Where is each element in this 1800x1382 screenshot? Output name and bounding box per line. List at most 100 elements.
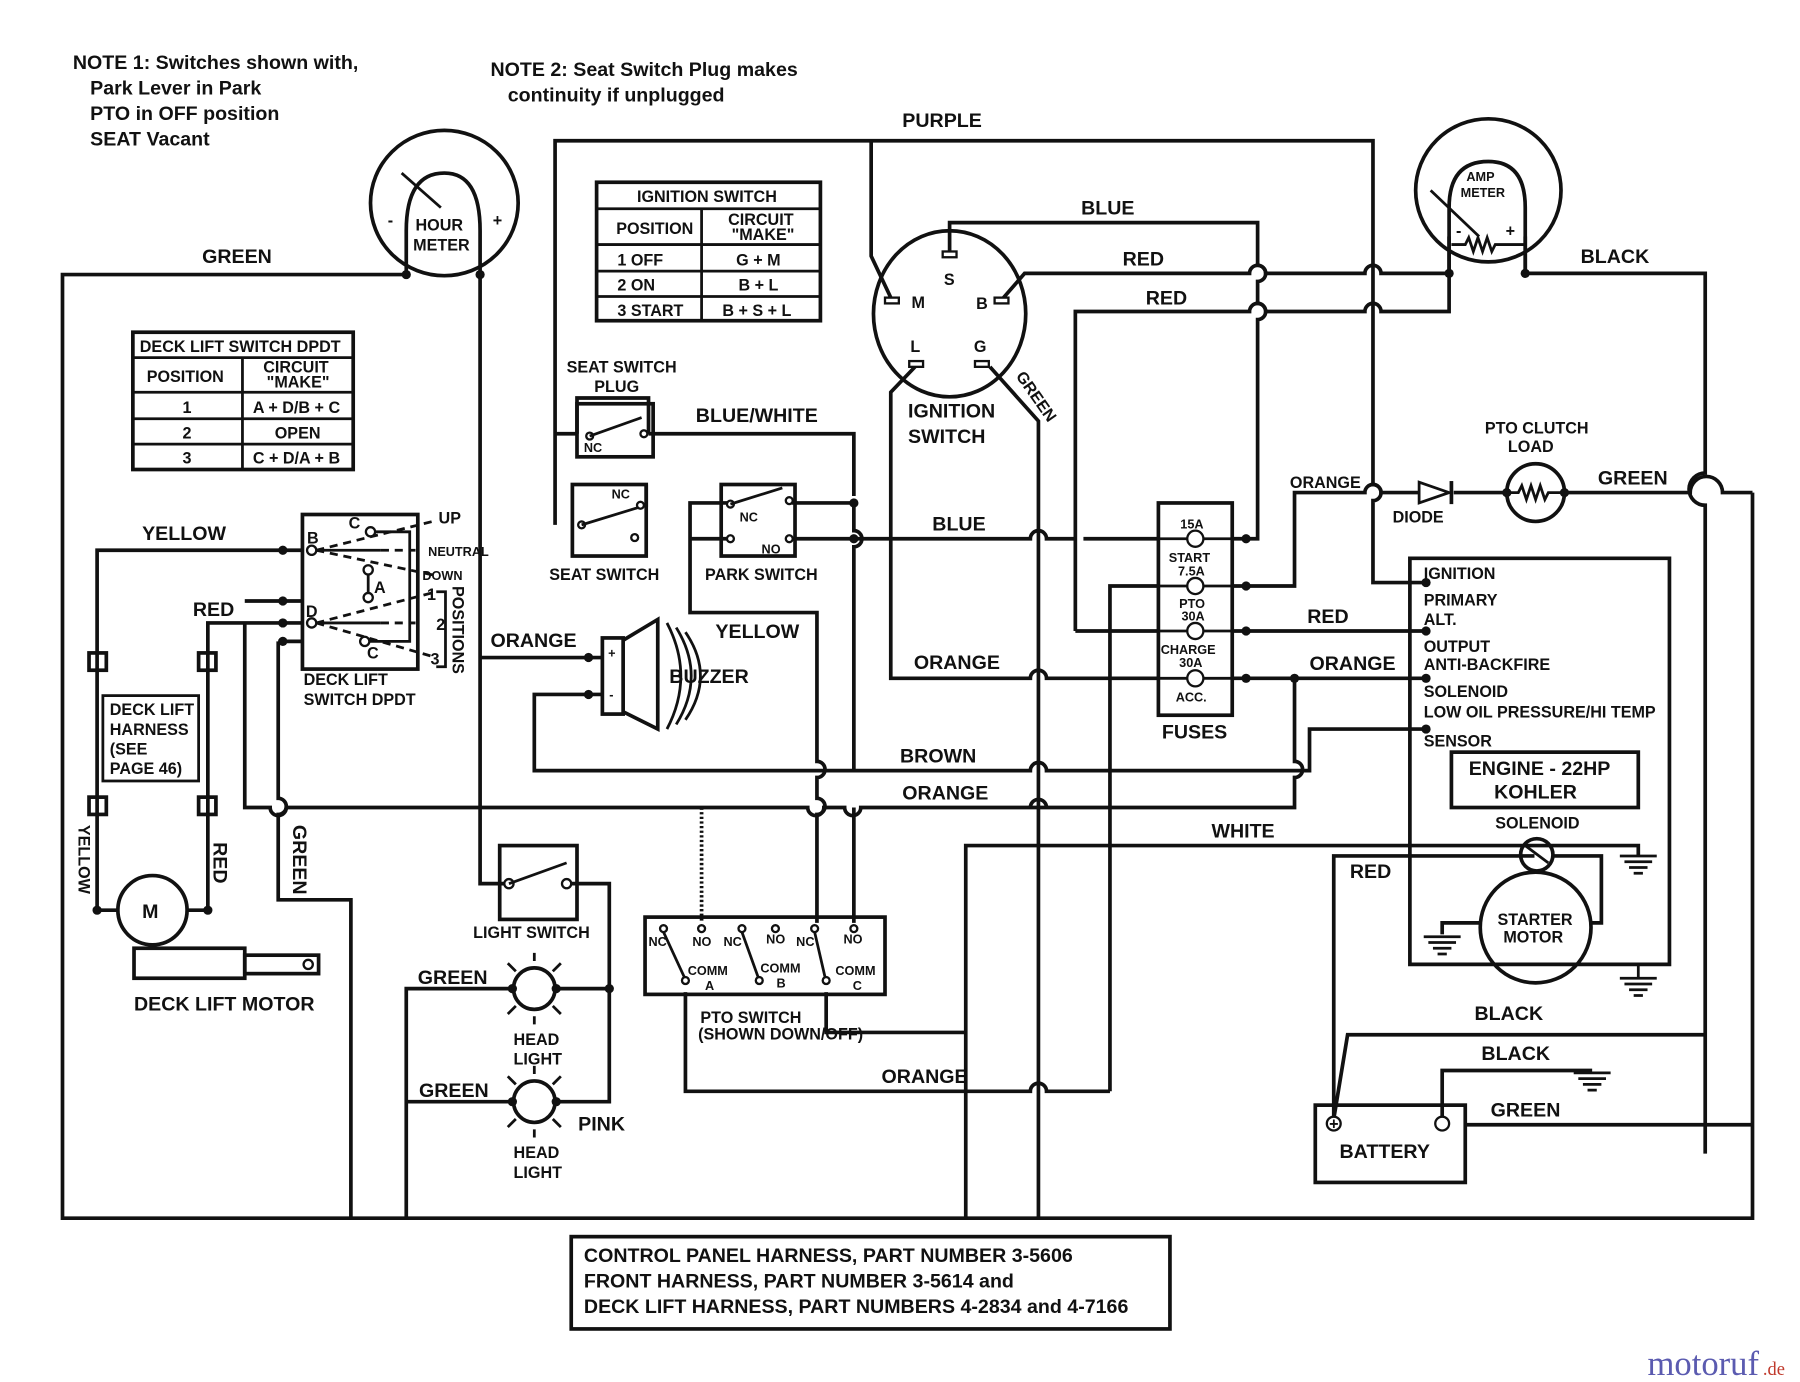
engine-label: ENGINE - 22HP xyxy=(1469,758,1611,780)
terminal-l-label: L xyxy=(910,338,920,356)
engine-terminal-label: ANTI-BACKFIRE xyxy=(1424,656,1551,674)
wire-label: GREEN xyxy=(202,246,272,268)
engine-terminal-label: IGNITION xyxy=(1424,565,1496,583)
table-header: CIRCUIT xyxy=(263,359,329,377)
wire-label: ORANGE xyxy=(914,652,1000,674)
nc-label: NC xyxy=(649,935,667,949)
terminal-label: C xyxy=(367,645,379,663)
fuse-label: ACC. xyxy=(1176,690,1207,704)
wires xyxy=(60,138,1755,1221)
ground-icons xyxy=(1423,854,1657,1092)
table-header: "MAKE" xyxy=(732,226,795,244)
nc-label: NC xyxy=(612,487,630,501)
plus-label: + xyxy=(1506,222,1515,240)
ground-icon xyxy=(1619,964,1657,997)
engine-terminal-label: PRIMARY xyxy=(1424,592,1498,610)
ignition-switch: S M B L G IGNITION SWITCH xyxy=(871,228,1028,448)
battery-label: BATTERY xyxy=(1340,1141,1430,1163)
wire-label: BROWN xyxy=(900,746,976,768)
starter-motor-label: STARTER xyxy=(1498,911,1573,929)
watermark-logo: motoruf .de xyxy=(1648,1345,1785,1382)
terminal-m-label: M xyxy=(912,294,925,312)
wire-label: GREEN xyxy=(288,825,310,895)
position-label: UP xyxy=(439,510,462,528)
no-label: NO xyxy=(766,933,785,947)
table-header: "MAKE" xyxy=(267,374,330,392)
position-label: NEUTRAL xyxy=(428,545,489,559)
engine-terminal-label: LOW OIL PRESSURE/HI TEMP xyxy=(1424,704,1656,722)
note-text: PTO in OFF position xyxy=(90,103,279,125)
wire-label: YELLOW xyxy=(715,621,799,643)
fuse-label: START xyxy=(1169,551,1211,565)
terminal-g-label: G xyxy=(974,338,987,356)
no-label: NO xyxy=(762,543,781,557)
wire-label: RED xyxy=(209,842,231,883)
minus-label: - xyxy=(609,688,613,702)
fuse-block: 15A START 7.5A PTO 30A CHARGE 30A ACC. F… xyxy=(1156,501,1235,743)
wire-label: GREEN xyxy=(418,967,488,989)
fuse-label: PTO xyxy=(1179,597,1205,611)
engine-terminal-label: SOLENOID xyxy=(1424,683,1508,701)
amp-meter: AMP METER - + xyxy=(1413,116,1563,274)
table-header: POSITION xyxy=(616,220,693,238)
table-title: IGNITION SWITCH xyxy=(637,188,777,206)
wire-label: BLACK xyxy=(1581,246,1650,268)
wire-label: ORANGE xyxy=(882,1066,968,1088)
wire-label: ORANGE xyxy=(1310,653,1396,675)
note-text: Park Lever in Park xyxy=(90,78,261,100)
hour-meter: HOUR METER - + xyxy=(368,128,521,278)
table-cell: C + D/A + B xyxy=(253,450,340,468)
pto-clutch-label: LOAD xyxy=(1508,438,1554,456)
wire-label: GREEN xyxy=(419,1080,489,1102)
pto-switch-label: (SHOWN DOWN/OFF) xyxy=(698,1025,863,1043)
wire-label: RED xyxy=(1350,861,1391,883)
wire-label: BLUE/WHITE xyxy=(696,405,818,427)
fuse-label: CHARGE xyxy=(1161,643,1216,657)
footer-line: FRONT HARNESS, PART NUMBER 3-5614 and xyxy=(584,1270,1014,1292)
deck-lift-motor-label: DECK LIFT MOTOR xyxy=(134,994,314,1016)
terminal-label: D xyxy=(306,603,318,621)
harness-label: HARNESS xyxy=(110,721,189,739)
position-label: DOWN xyxy=(422,569,462,583)
footer-line: DECK LIFT HARNESS, PART NUMBERS 4-2834 a… xyxy=(584,1296,1129,1318)
buzzer-label: BUZZER xyxy=(669,666,749,688)
wire-label: BLACK xyxy=(1481,1043,1550,1065)
comm-label: COMM xyxy=(688,964,728,978)
solenoid-label: SOLENOID xyxy=(1495,814,1579,832)
fuse-label: 30A xyxy=(1179,656,1202,670)
nc-label: NC xyxy=(584,441,602,455)
wire-label: BLUE xyxy=(1081,198,1134,220)
wire-label: YELLOW xyxy=(142,523,226,545)
head-light-label: LIGHT xyxy=(514,1051,563,1069)
watermark-suffix: .de xyxy=(1763,1359,1785,1379)
ignition-switch-table: IGNITION SWITCH POSITION CIRCUIT "MAKE" … xyxy=(594,180,823,323)
footer-line: CONTROL PANEL HARNESS, PART NUMBER 3-560… xyxy=(584,1245,1073,1267)
comm-label: A xyxy=(705,979,714,993)
park-switch-label: PARK SWITCH xyxy=(705,566,818,584)
comm-label: B xyxy=(777,976,786,990)
harness-label: PAGE 46) xyxy=(110,760,182,778)
engine-label: KOHLER xyxy=(1494,781,1577,803)
wire-label: BLUE xyxy=(932,514,985,536)
wire-label: ORANGE xyxy=(1290,474,1361,492)
comm-label: COMM xyxy=(760,961,800,975)
note-1: NOTE 1: Switches shown with, Park Lever … xyxy=(73,52,358,150)
diode-label: DIODE xyxy=(1393,509,1444,527)
engine: IGNITION PRIMARY ALT. OUTPUT ANTI-BACKFI… xyxy=(1424,565,1656,985)
table-cell: G + M xyxy=(736,251,780,269)
note-text: NOTE 2: Seat Switch Plug makes xyxy=(490,59,797,81)
pto-switch: NC NO NC NO NC NO COMM A COMM B COMM C P… xyxy=(643,915,887,1043)
wire-label: ORANGE xyxy=(490,630,576,652)
table-header: CIRCUIT xyxy=(728,211,794,229)
engine-terminal-label: ALT. xyxy=(1424,611,1457,629)
pto-clutch-label: PTO CLUTCH xyxy=(1485,420,1589,438)
no-label: NO xyxy=(843,933,862,947)
note-2: NOTE 2: Seat Switch Plug makes continuit… xyxy=(490,59,797,106)
terminal-label: B xyxy=(307,529,319,547)
ignition-switch-label: IGNITION xyxy=(908,401,995,423)
wire-label: RED xyxy=(193,599,234,621)
fuse-label: 15A xyxy=(1180,517,1203,531)
nc-label: NC xyxy=(740,510,758,524)
engine-terminal-label: OUTPUT xyxy=(1424,638,1490,656)
deck-switch-label: SWITCH DPDT xyxy=(304,691,416,709)
